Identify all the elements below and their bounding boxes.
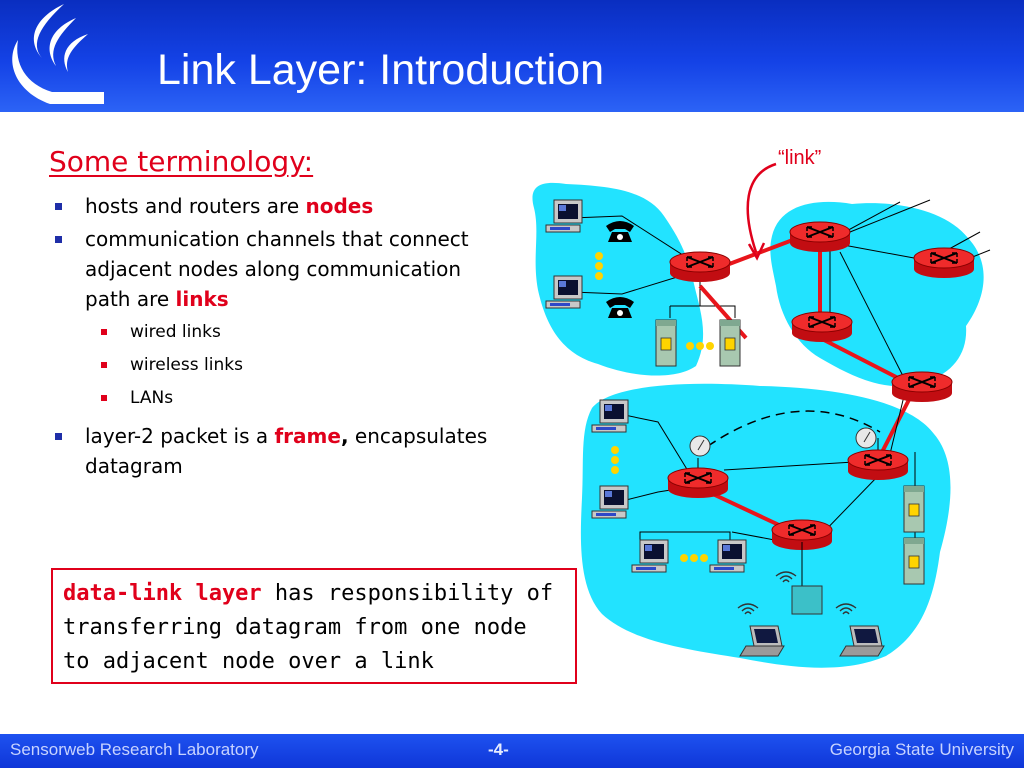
footer-university: Georgia State University — [829, 740, 1014, 759]
bullet-text-after: encapsulates datagram — [85, 424, 488, 478]
network-diagram: “link” — [532, 147, 991, 668]
terminology-list: hosts and routers are nodes communicatio… — [49, 191, 499, 484]
header-bar: Link Layer: Introduction — [0, 0, 1024, 112]
router-icon — [913, 247, 975, 279]
link-label: “link” — [778, 147, 821, 169]
server-icon — [719, 319, 741, 367]
page-number: -4- — [488, 740, 509, 759]
ellipsis-icon — [595, 252, 603, 280]
list-item: hosts and routers are nodes — [49, 191, 499, 221]
bullet-text: communication channels that connect adja… — [85, 227, 469, 311]
keyword-links: links — [175, 287, 229, 311]
sub-item-lans: LANs — [85, 382, 499, 415]
router-icon — [791, 311, 853, 343]
keyword-frame: frame — [274, 424, 341, 448]
server-icon — [903, 485, 925, 533]
bullet-punct: , — [340, 424, 349, 448]
router-icon — [789, 221, 851, 253]
callout-text: has responsibility of transferring datag… — [63, 581, 554, 674]
server-icon — [655, 319, 677, 367]
callout-keyword: data-link layer — [63, 581, 262, 606]
ellipsis-icon — [680, 554, 708, 562]
router-icon — [847, 449, 909, 481]
list-item: communication channels that connect adja… — [49, 224, 499, 415]
satellite-dish-icon — [855, 427, 877, 449]
router-icon — [669, 251, 731, 283]
bullet-text: layer-2 packet is a — [85, 424, 275, 448]
slide-title: Link Layer: Introduction — [157, 46, 604, 94]
router-icon — [667, 467, 729, 499]
access-point-icon — [791, 585, 823, 615]
flame-logo-icon — [12, 4, 104, 104]
section-heading: Some terminology: — [49, 145, 314, 178]
satellite-dish-icon — [689, 435, 711, 457]
sub-item-wired: wired links — [85, 316, 499, 349]
sub-item-wireless: wireless links — [85, 349, 499, 382]
footer-lab-name: Sensorweb Research Laboratory — [10, 740, 259, 759]
bullet-text: hosts and routers are — [85, 194, 306, 218]
router-icon — [891, 371, 953, 403]
footer-bar: Sensorweb Research Laboratory -4- Georgi… — [0, 734, 1024, 768]
ellipsis-icon — [611, 446, 619, 474]
link-types-list: wired links wireless links LANs — [85, 316, 499, 415]
ellipsis-icon — [686, 342, 714, 350]
server-icon — [903, 537, 925, 585]
definition-callout: data-link layer has responsibility of tr… — [51, 568, 577, 684]
list-item: layer-2 packet is a frame, encapsulates … — [49, 421, 499, 481]
keyword-nodes: nodes — [305, 194, 374, 218]
